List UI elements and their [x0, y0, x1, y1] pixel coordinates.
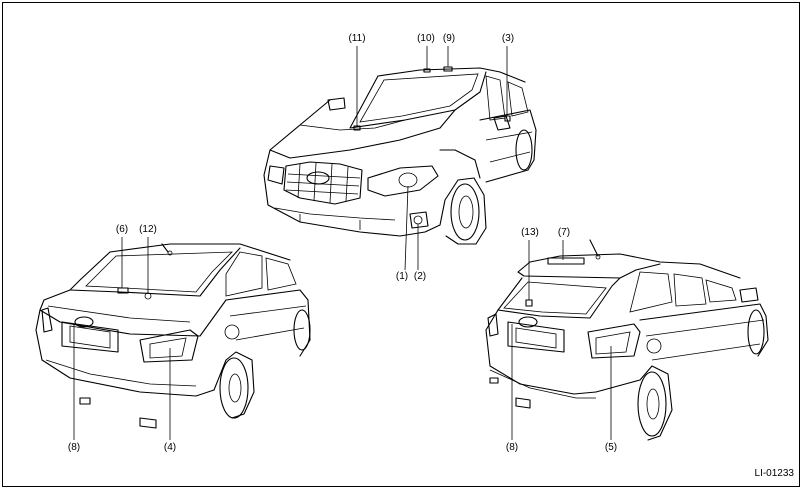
callout-13: (13) [521, 227, 539, 238]
callout-12: (12) [139, 224, 157, 235]
callout-9: (9) [442, 33, 456, 44]
callout-5: (5) [604, 442, 618, 453]
sedan-rear-drawing [35, 243, 311, 429]
callout-8-sedan: (8) [67, 442, 81, 453]
callout-2: (2) [413, 271, 427, 282]
callout-10: (10) [417, 33, 435, 44]
callout-1: (1) [395, 271, 409, 282]
figure-code: LI-01233 [754, 468, 794, 479]
callout-8-hatchback: (8) [505, 442, 519, 453]
callout-4: (4) [163, 442, 177, 453]
front-car-drawing [263, 66, 537, 245]
leader-lines [73, 46, 612, 440]
callout-11: (11) [348, 33, 366, 44]
callout-7: (7) [557, 227, 571, 238]
callout-6: (6) [115, 224, 129, 235]
callout-3: (3) [501, 33, 515, 44]
hatchback-rear-drawing [485, 239, 769, 441]
